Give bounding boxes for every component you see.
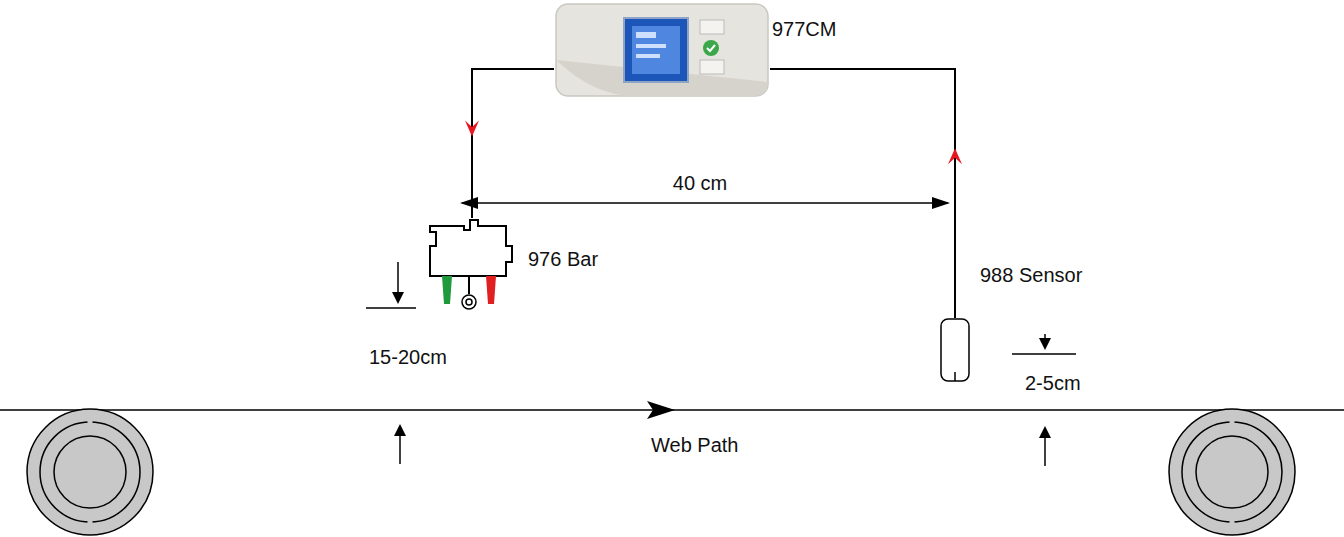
sensor: 988 Sensor: [940, 318, 970, 382]
part-name: 976 Bar: [528, 248, 598, 271]
dimension-label: 40 cm: [670, 172, 730, 195]
roller-right: [1169, 409, 1295, 535]
web-path: [0, 401, 1344, 419]
control-module-shape: [554, 0, 770, 98]
part-name: 988 Sensor: [980, 264, 1082, 287]
web-arrow: [647, 401, 675, 419]
dimension-40: [460, 197, 950, 209]
ionizing-bar: 976 Bar: [428, 218, 516, 314]
part-name: 977CM: [772, 18, 836, 41]
signal-cable: [770, 69, 962, 318]
control-module: 977CM: [554, 0, 770, 98]
roller-left: [27, 409, 153, 535]
dimension-label: 2-5cm: [1022, 372, 1084, 395]
signal-cable: [465, 69, 554, 218]
path-label: Web Path: [648, 434, 741, 457]
sensor-shape: [940, 318, 970, 382]
ionizing-bar-shape: [428, 218, 516, 314]
dimension-sensor-gap: [1012, 334, 1076, 466]
dimension-label: 15-20cm: [366, 346, 450, 369]
